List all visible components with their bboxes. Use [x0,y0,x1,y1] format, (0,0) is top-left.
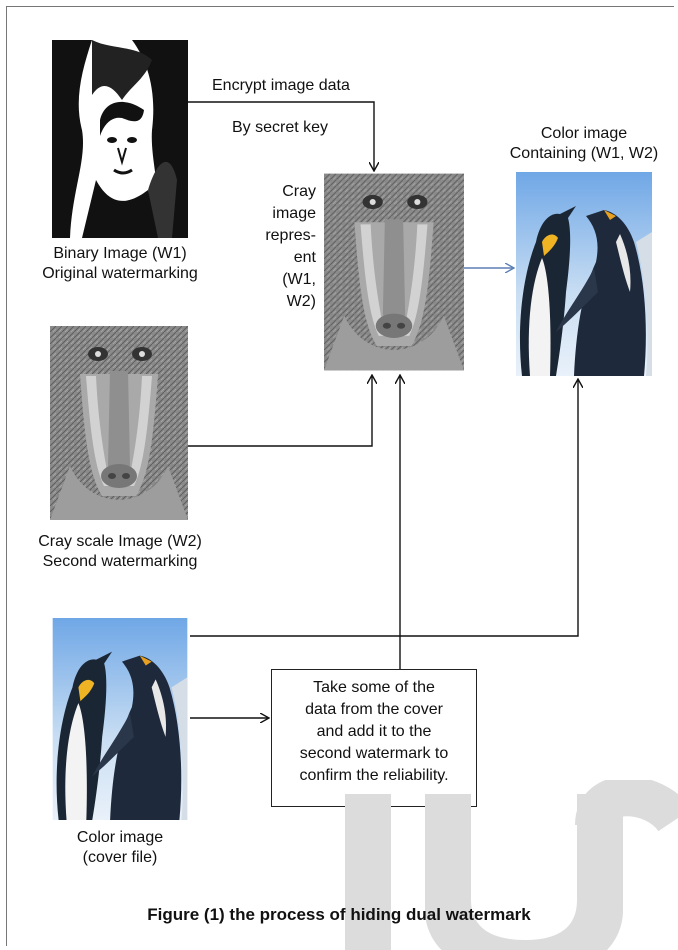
arrow-grayscale-to-combined [188,376,372,446]
arrow-encrypt [188,102,374,170]
figure-caption: Figure (1) the process of hiding dual wa… [0,904,678,926]
arrow-cover-to-output [190,380,578,636]
